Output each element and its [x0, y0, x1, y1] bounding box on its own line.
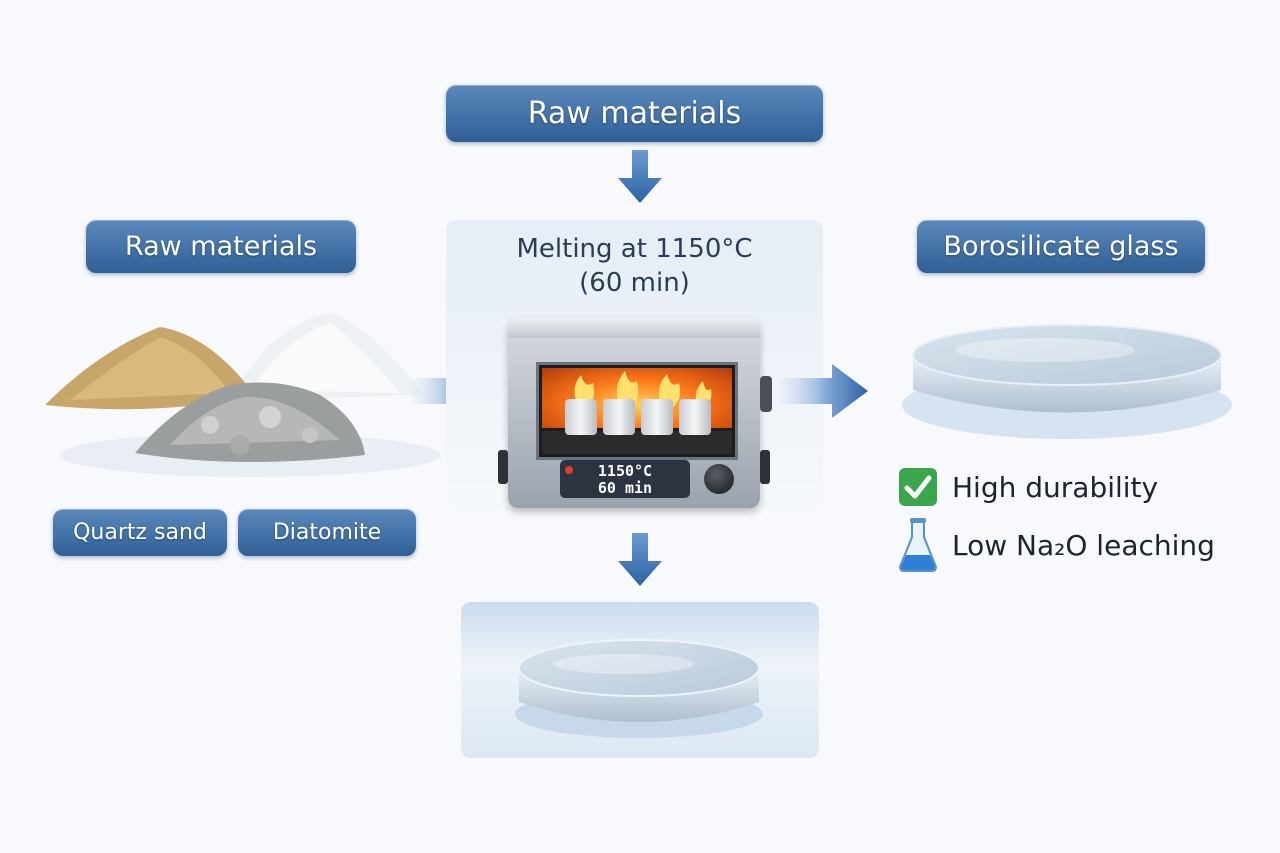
- checkmark-icon: [898, 467, 938, 507]
- property-label: Low Na₂O leaching: [952, 529, 1215, 562]
- furnace-chamber: [536, 362, 738, 460]
- borosilicate-glass-label: Borosilicate glass: [917, 220, 1205, 273]
- top-raw-materials-label: Raw materials: [446, 85, 823, 142]
- property-row-leaching: Low Na₂O leaching: [898, 517, 1215, 573]
- diatomite-text: Diatomite: [273, 520, 381, 545]
- melting-caption-line1: Melting at 1150°C: [446, 232, 823, 266]
- top-raw-materials-text: Raw materials: [528, 96, 742, 131]
- quartz-sand-text: Quartz sand: [73, 520, 207, 545]
- material-pill-quartz-sand: Quartz sand: [53, 509, 227, 556]
- glass-disc-image: [895, 305, 1240, 445]
- status-light: [565, 466, 573, 474]
- raw-material-piles: [40, 305, 440, 485]
- furnace-foot: [498, 450, 508, 484]
- furnace-display-temp: 1150°C: [560, 463, 690, 480]
- furnace-display: 1150°C 60 min: [560, 460, 690, 498]
- left-raw-materials-label: Raw materials: [86, 220, 356, 273]
- furnace-foot: [760, 450, 770, 484]
- down-arrow-icon: [616, 533, 664, 588]
- furnace: 1150°C 60 min: [508, 318, 760, 508]
- crucible: [603, 399, 635, 435]
- borosilicate-glass-text: Borosilicate glass: [943, 231, 1178, 262]
- furnace-handle: [760, 376, 772, 412]
- right-arrow-icon: [778, 362, 870, 420]
- property-row-durability: High durability: [898, 467, 1158, 507]
- crucible: [565, 399, 597, 435]
- down-arrow-icon: [616, 150, 664, 205]
- furnace-knob: [704, 464, 734, 494]
- crucible: [679, 399, 711, 435]
- glass-disc-image: [509, 626, 769, 744]
- furnace-display-time: 60 min: [560, 480, 690, 497]
- property-label: High durability: [952, 471, 1158, 504]
- flask-icon: [898, 517, 938, 573]
- melting-caption-line2: (60 min): [446, 266, 823, 300]
- glass-result-panel: [461, 602, 819, 758]
- crucible: [641, 399, 673, 435]
- melting-caption: Melting at 1150°C (60 min): [446, 232, 823, 300]
- furnace-top: [508, 318, 760, 338]
- material-pill-diatomite: Diatomite: [238, 509, 416, 556]
- left-raw-materials-text: Raw materials: [125, 231, 317, 262]
